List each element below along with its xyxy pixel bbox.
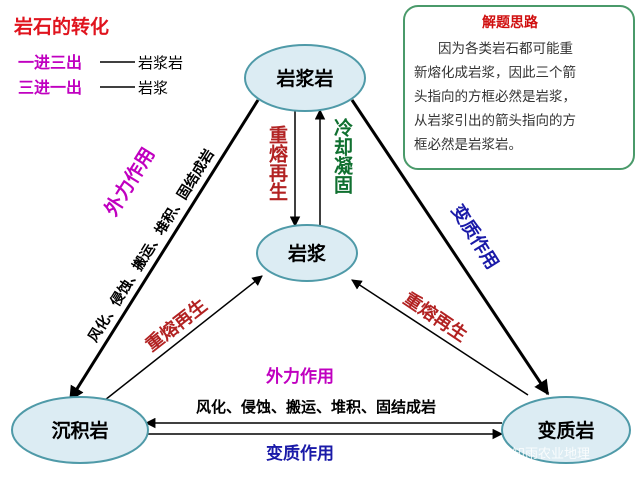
node-magma: 岩浆 xyxy=(256,224,358,282)
arrow-magmatic-to-sedimentary xyxy=(68,99,260,402)
legend-label: 一进三出 xyxy=(18,53,82,72)
legend-target: 岩浆 xyxy=(138,79,168,97)
node-label: 变质岩 xyxy=(537,419,594,442)
explanation-heading: 解题思路 xyxy=(482,14,539,31)
arrow-metamorphic-to-magma xyxy=(351,279,529,396)
node-shape xyxy=(256,224,358,282)
label-external-force-bottom: 外力作用 xyxy=(266,366,334,387)
explanation-line: 从岩浆引出的箭头指向的方 xyxy=(414,112,576,129)
label-cool-solidify: 冷却凝固 xyxy=(331,117,353,195)
explanation-line: 新熔化成岩浆，因此三个箭 xyxy=(414,64,576,81)
node-shape xyxy=(244,44,366,112)
label-metamorphism-right: 变质作用 xyxy=(447,200,504,273)
node-label: 岩浆岩 xyxy=(275,67,333,90)
arrow-magmatic-to-metamorphic xyxy=(350,99,550,396)
label-remelt-sedimentary: 重熔再生 xyxy=(141,294,211,356)
label-remelt-metamorphic: 重熔再生 xyxy=(399,288,471,347)
node-shape xyxy=(11,396,149,464)
node-sedimentary-rock: 沉积岩 xyxy=(11,396,149,464)
watermark: 知雨农业地理 xyxy=(512,446,590,462)
node-label: 岩浆 xyxy=(287,242,327,265)
node-shape xyxy=(501,396,631,464)
explanation-box: 解题思路 因为各类岩石都可能重 新熔化成岩浆，因此三个箭 头指向的方框必然是岩浆… xyxy=(403,5,635,170)
explanation-border xyxy=(403,5,635,170)
node-label: 沉积岩 xyxy=(51,419,108,442)
legend-item: 三进一出 岩浆 xyxy=(18,78,168,97)
label-processes-bottom: 风化、侵蚀、搬运、堆积、固结成岩 xyxy=(196,398,436,416)
explanation-line: 框必然是岩浆岩。 xyxy=(414,136,522,153)
node-magmatic-rock: 岩浆岩 xyxy=(244,44,366,112)
explanation-line: 因为各类岩石都可能重 xyxy=(438,41,573,57)
explanation-line: 头指向的方框必然是岩浆， xyxy=(414,88,576,105)
arrow-sedimentary-to-magma xyxy=(104,275,263,401)
label-external-force-left: 外力作用 xyxy=(100,143,160,220)
legend-target: 岩浆岩 xyxy=(138,54,183,72)
node-metamorphic-rock: 变质岩 xyxy=(501,396,631,464)
legend-label: 三进一出 xyxy=(18,78,82,97)
label-remelt-vertical: 重熔再生 xyxy=(266,125,288,201)
diagram-title: 岩石的转化 xyxy=(13,15,109,38)
legend-item: 一进三出 岩浆岩 xyxy=(18,53,183,72)
label-metamorphism-bottom: 变质作用 xyxy=(266,443,334,464)
